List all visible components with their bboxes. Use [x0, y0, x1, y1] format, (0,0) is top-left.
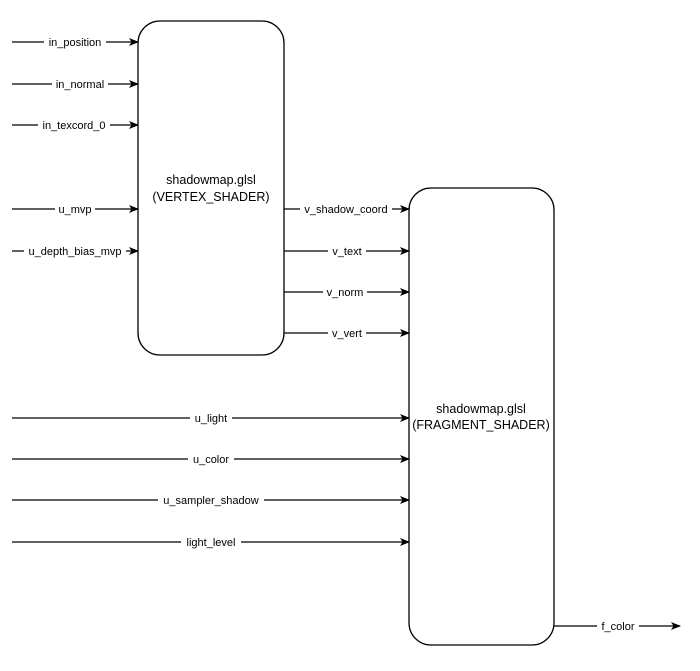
edge-label: in_texcord_0	[43, 120, 106, 132]
edge-label: v_shadow_coord	[304, 204, 387, 216]
varying-v-shadow-coord: v_shadow_coord	[284, 202, 410, 216]
fragment-input-u-sampler-shadow: u_sampler_shadow	[12, 493, 410, 507]
edge-label: u_color	[193, 454, 229, 466]
varying-v-text: v_text	[284, 244, 410, 258]
fragment-shader-type: (FRAGMENT_SHADER)	[412, 418, 550, 432]
edge-label: u_light	[195, 413, 227, 425]
vertex-input-in-position: in_position	[12, 35, 139, 49]
fragment-input-light-level: light_level	[12, 535, 410, 549]
vertex-input-in-normal: in_normal	[12, 77, 139, 91]
edge-label: in_position	[49, 37, 102, 49]
fragment-shader-name: shadowmap.glsl	[436, 402, 526, 416]
edge-label: u_depth_bias_mvp	[29, 246, 122, 258]
varying-v-norm: v_norm	[284, 285, 410, 299]
edge-label: light_level	[187, 537, 236, 549]
fragment-input-u-color: u_color	[12, 452, 410, 466]
vertex-input-u-depth-bias-mvp: u_depth_bias_mvp	[12, 244, 139, 258]
vertex-input-in-texcord-0: in_texcord_0	[12, 118, 139, 132]
edge-label: u_mvp	[58, 204, 91, 216]
edge-label: v_vert	[332, 328, 362, 340]
edge-label: u_sampler_shadow	[163, 495, 258, 507]
fragment-output-f-color: f_color	[554, 619, 681, 633]
vertex-input-u-mvp: u_mvp	[12, 202, 139, 216]
edge-label: in_normal	[56, 79, 104, 91]
edge-label: v_text	[332, 246, 361, 258]
edge-label: v_norm	[327, 287, 364, 299]
vertex-shader-type: (VERTEX_SHADER)	[152, 190, 269, 204]
fragment-input-u-light: u_light	[12, 411, 410, 425]
vertex-shader-name: shadowmap.glsl	[166, 173, 256, 187]
vertex-shader-box	[137, 20, 285, 356]
fragment-shader-box	[408, 187, 555, 646]
varying-v-vert: v_vert	[284, 326, 410, 340]
edge-label: f_color	[601, 621, 634, 633]
